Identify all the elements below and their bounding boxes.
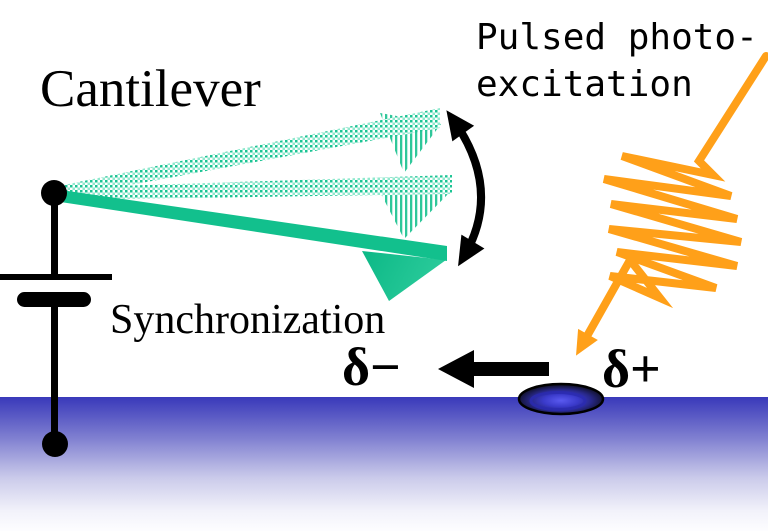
surface-contact-dot	[42, 431, 68, 457]
cantilever-tip-ghost-middle	[377, 186, 451, 239]
bias-wire-lower	[51, 300, 58, 445]
label-delta-minus: δ−	[342, 337, 401, 397]
cantilever-beam-ghost-middle	[54, 175, 452, 200]
battery-symbol	[0, 193, 112, 457]
sample-surface	[0, 397, 768, 531]
oscillation-arrow	[446, 110, 486, 267]
cantilever-pivot-dot	[41, 180, 67, 206]
label-pulsed-photoexcitation-line2: excitation	[476, 64, 693, 105]
label-pulsed-photoexcitation: Pulsed photo- excitation	[476, 14, 758, 108]
battery-plate-thin	[0, 274, 112, 280]
cantilever-tip-solid	[362, 251, 446, 301]
label-synchronization: Synchronization	[110, 297, 386, 343]
charge-transfer-arrow	[438, 350, 549, 388]
label-pulsed-photoexcitation-line1: Pulsed photo-	[476, 17, 758, 58]
battery-plate-thick	[17, 292, 91, 307]
label-delta-plus: δ+	[602, 339, 661, 399]
label-cantilever: Cantilever	[40, 60, 261, 118]
bias-wire-upper	[51, 193, 58, 277]
photoexcited-spot-ring	[529, 391, 587, 411]
cantilever-beam-solid	[54, 189, 447, 261]
cantilever-beam-ghost-upper	[54, 108, 440, 199]
laser-pulse-zigzag-arrow	[576, 52, 768, 356]
